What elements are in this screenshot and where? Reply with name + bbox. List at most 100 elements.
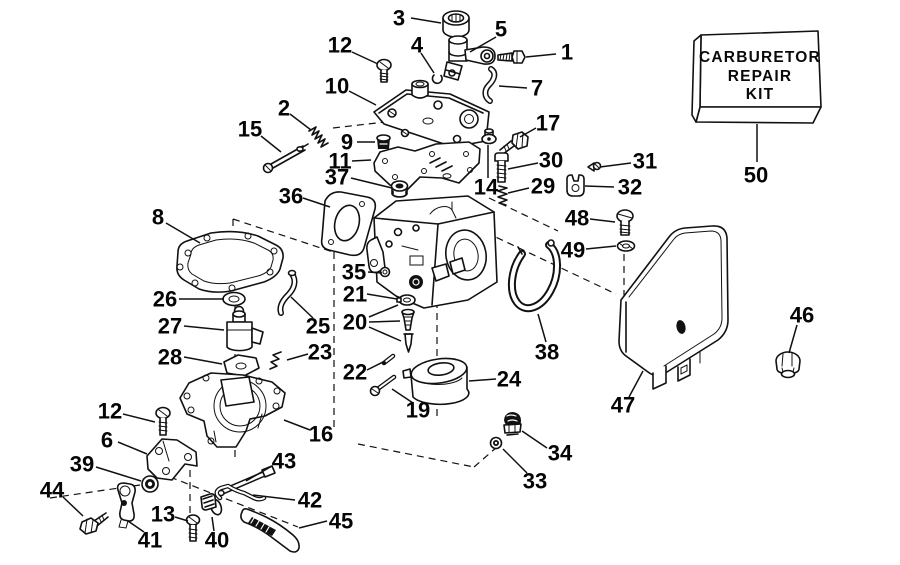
part-29-spring bbox=[497, 185, 508, 206]
part-label-50: 50 bbox=[744, 163, 768, 188]
part-label-27: 27 bbox=[158, 314, 182, 339]
leader-line-43 bbox=[245, 465, 273, 482]
part-9-cup-plug bbox=[376, 134, 391, 149]
kit-box-line-1: CARBURETOR bbox=[699, 49, 821, 66]
part-label-2: 2 bbox=[278, 96, 290, 121]
part-10-fuel-pump-body bbox=[373, 79, 490, 148]
part-shapes: CARBURETOR REPAIR KIT bbox=[79, 10, 822, 553]
kit-box-line-3: KIT bbox=[746, 86, 775, 103]
part-3-cap bbox=[442, 10, 470, 38]
leader-line-41 bbox=[127, 520, 145, 533]
leader-line-20 bbox=[368, 304, 399, 318]
leader-line-38 bbox=[537, 313, 547, 343]
leader-line-42 bbox=[252, 494, 296, 501]
part-17-bolt bbox=[499, 131, 529, 155]
part-label-38: 38 bbox=[535, 340, 559, 365]
part-35-boss bbox=[379, 266, 391, 278]
part-label-26: 26 bbox=[153, 287, 177, 312]
part-41-cam-lever bbox=[116, 482, 136, 529]
leader-line-28 bbox=[183, 356, 223, 365]
part-7-link bbox=[482, 66, 498, 104]
part-4-retainer-ring bbox=[431, 74, 443, 85]
part-14-flanged-nut bbox=[481, 128, 497, 145]
part-21-ring bbox=[396, 294, 416, 306]
part-6-bracket bbox=[146, 438, 198, 481]
part-36-flange-gasket bbox=[320, 191, 377, 257]
part-label-30: 30 bbox=[539, 148, 563, 173]
leader-line-37 bbox=[350, 177, 393, 189]
leader-line-19 bbox=[391, 388, 414, 404]
part-33-nut bbox=[489, 436, 503, 450]
part-label-6: 6 bbox=[101, 428, 113, 453]
leader-line-15 bbox=[260, 135, 282, 153]
part-label-3: 3 bbox=[393, 6, 405, 31]
part-24-float bbox=[402, 357, 470, 406]
kit-box-line-2: REPAIR bbox=[728, 68, 793, 85]
part-38-retainer-ring bbox=[507, 239, 562, 313]
part-label-40: 40 bbox=[205, 528, 229, 553]
part-34-plug bbox=[503, 412, 522, 436]
leader-line-20 bbox=[368, 326, 402, 342]
part-23-spring bbox=[269, 351, 282, 370]
leader-line-3 bbox=[410, 17, 442, 24]
part-label-14: 14 bbox=[474, 175, 499, 200]
part-22-pin bbox=[381, 353, 396, 366]
leader-line-6 bbox=[117, 441, 148, 455]
part-label-1: 1 bbox=[561, 40, 573, 65]
part-20-needle-seat bbox=[401, 308, 415, 353]
part-13-screw bbox=[185, 514, 201, 542]
part-label-9: 9 bbox=[341, 130, 353, 155]
leader-line-1 bbox=[525, 53, 557, 58]
part-12-top-screw bbox=[376, 58, 392, 83]
part-label-35: 35 bbox=[342, 260, 366, 285]
leader-line-40 bbox=[211, 516, 215, 532]
leader-line-34 bbox=[521, 430, 548, 449]
part-39-grommet-washer bbox=[141, 475, 159, 493]
leader-line-31 bbox=[599, 162, 632, 168]
leader-line-39 bbox=[95, 466, 142, 482]
part-47-silencer-cover bbox=[618, 225, 729, 390]
part-label-31: 31 bbox=[633, 149, 657, 174]
leader-line-30 bbox=[507, 162, 539, 170]
leader-line-8 bbox=[165, 222, 201, 244]
part-45-choke-lever bbox=[240, 508, 300, 553]
part-label-16: 16 bbox=[309, 422, 333, 447]
part-carburetor-body bbox=[366, 195, 498, 309]
part-label-32: 32 bbox=[618, 175, 642, 200]
part-label-12: 12 bbox=[328, 33, 352, 58]
part-label-25: 25 bbox=[306, 314, 330, 339]
leader-line-2 bbox=[289, 113, 312, 131]
repair-kit-box: CARBURETOR REPAIR KIT bbox=[691, 30, 822, 124]
leader-line-20 bbox=[368, 320, 401, 323]
leader-line-45 bbox=[298, 520, 328, 529]
leader-line-48 bbox=[589, 218, 616, 223]
part-label-42: 42 bbox=[298, 488, 322, 513]
leader-line-27 bbox=[183, 325, 225, 331]
part-label-34: 34 bbox=[548, 441, 573, 466]
part-label-46: 46 bbox=[790, 303, 814, 328]
part-label-39: 39 bbox=[70, 452, 94, 477]
part-40-plug-nut bbox=[200, 493, 223, 516]
part-46-knob bbox=[775, 351, 801, 379]
part-label-28: 28 bbox=[158, 345, 182, 370]
part-label-47: 47 bbox=[611, 393, 635, 418]
part-27-pump-plunger bbox=[226, 305, 264, 352]
part-26-washer bbox=[222, 291, 246, 307]
leader-line-10 bbox=[348, 90, 377, 106]
part-label-11: 11 bbox=[328, 149, 351, 174]
leader-line-49 bbox=[585, 245, 617, 250]
part-15-needle-screw bbox=[262, 143, 309, 174]
leader-line-36 bbox=[302, 197, 331, 208]
leader-line-47 bbox=[628, 370, 644, 398]
leader-line-11 bbox=[351, 159, 372, 162]
leader-line-12 bbox=[351, 51, 379, 65]
leader-line-29 bbox=[507, 187, 530, 194]
part-16-float-bowl bbox=[179, 372, 286, 448]
part-label-21: 21 bbox=[343, 282, 367, 307]
part-31-screw bbox=[587, 161, 602, 172]
leader-line-4 bbox=[420, 52, 435, 74]
part-label-33: 33 bbox=[523, 469, 547, 494]
